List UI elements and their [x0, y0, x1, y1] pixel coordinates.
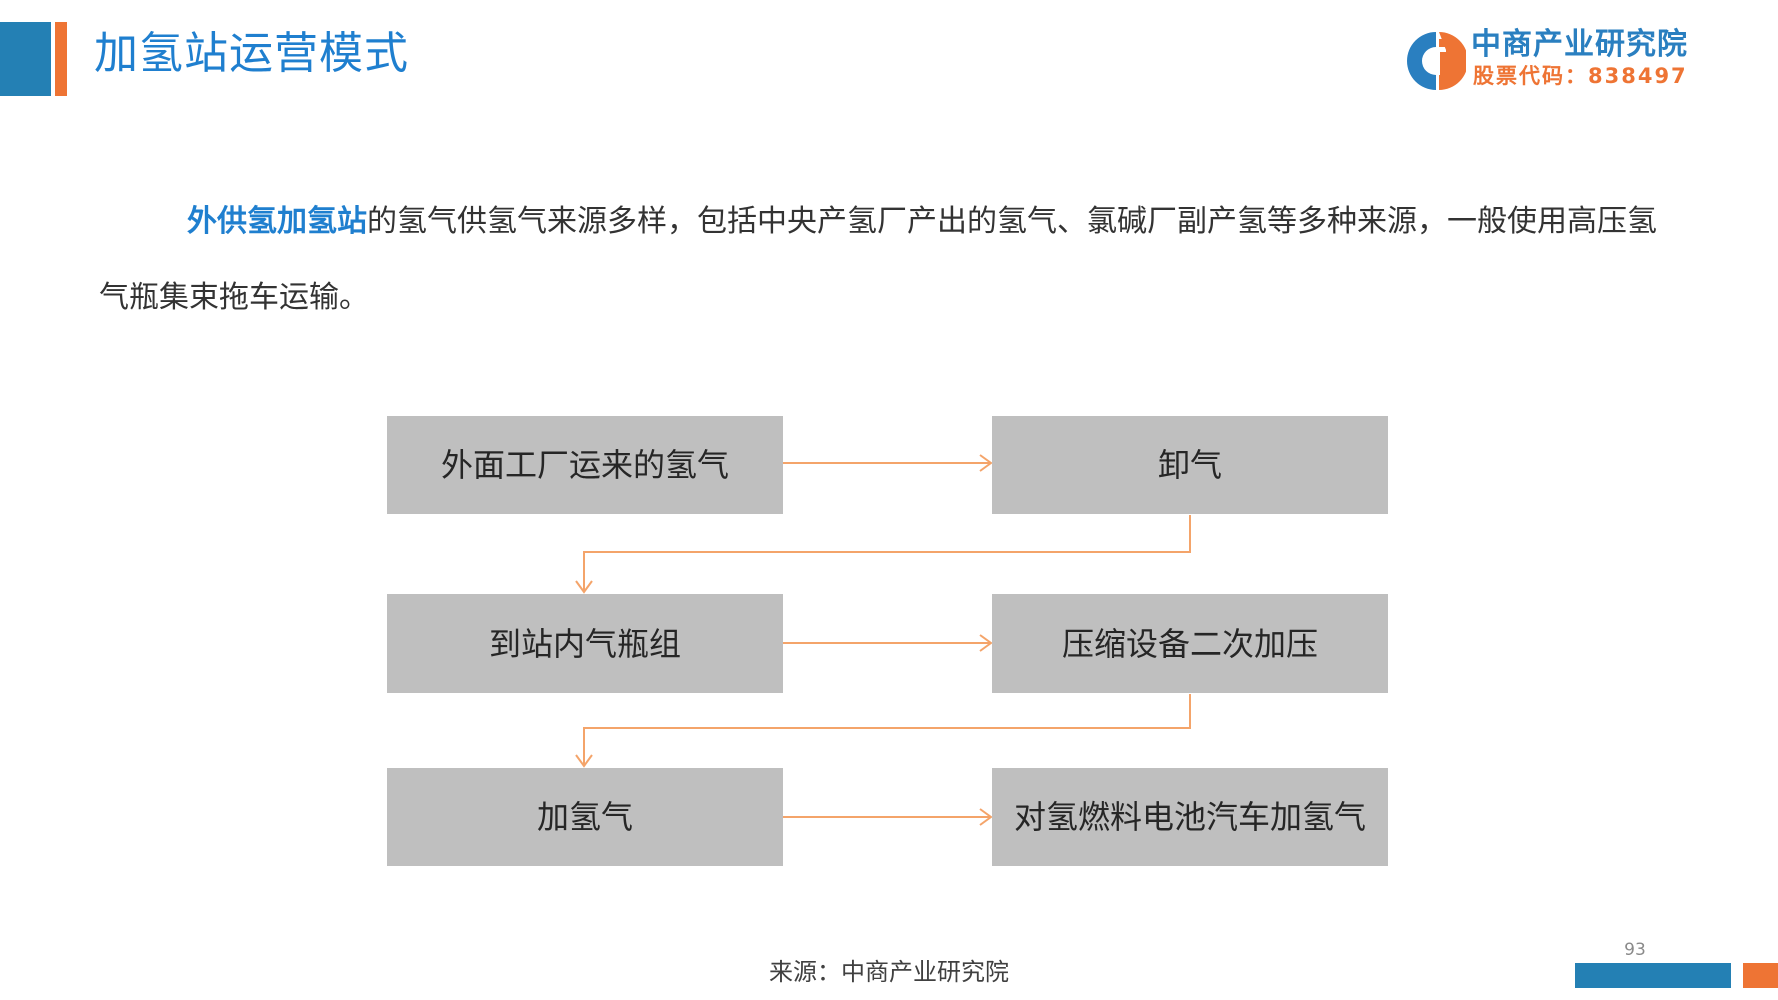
zhongshang-logo-icon [1406, 30, 1468, 92]
flow-step-4: 压缩设备二次加压 [992, 594, 1388, 693]
logo-company-name: 中商产业研究院 [1471, 27, 1688, 62]
flow-step-6: 对氢燃料电池汽车加氢气 [992, 768, 1388, 866]
flow-step-3: 到站内气瓶组 [387, 594, 783, 693]
paragraph-highlight: 外供氢加氢站 [187, 204, 367, 239]
header-orange-bar [55, 22, 67, 96]
flow-step-2: 卸气 [992, 416, 1388, 514]
footer-orange-bar [1743, 963, 1778, 988]
header-blue-bar [0, 22, 51, 96]
flow-step-5: 加氢气 [387, 768, 783, 866]
page-number: 93 [1624, 940, 1646, 960]
logo-stock-code: 股票代码：838497 [1473, 64, 1688, 88]
paragraph-text: 的氢气供氢气来源多样，包括中央产氢厂产出的氢气、氯碱厂副产氢等多种来源，一般使用… [99, 204, 1657, 315]
intro-paragraph: 外供氢加氢站的氢气供氢气来源多样，包括中央产氢厂产出的氢气、氯碱厂副产氢等多种来… [99, 184, 1679, 336]
flow-step-1: 外面工厂运来的氢气 [387, 416, 783, 514]
page-title: 加氢站运营模式 [94, 28, 409, 79]
source-note: 来源：中商产业研究院 [769, 958, 1009, 986]
footer-blue-bar [1575, 963, 1731, 988]
